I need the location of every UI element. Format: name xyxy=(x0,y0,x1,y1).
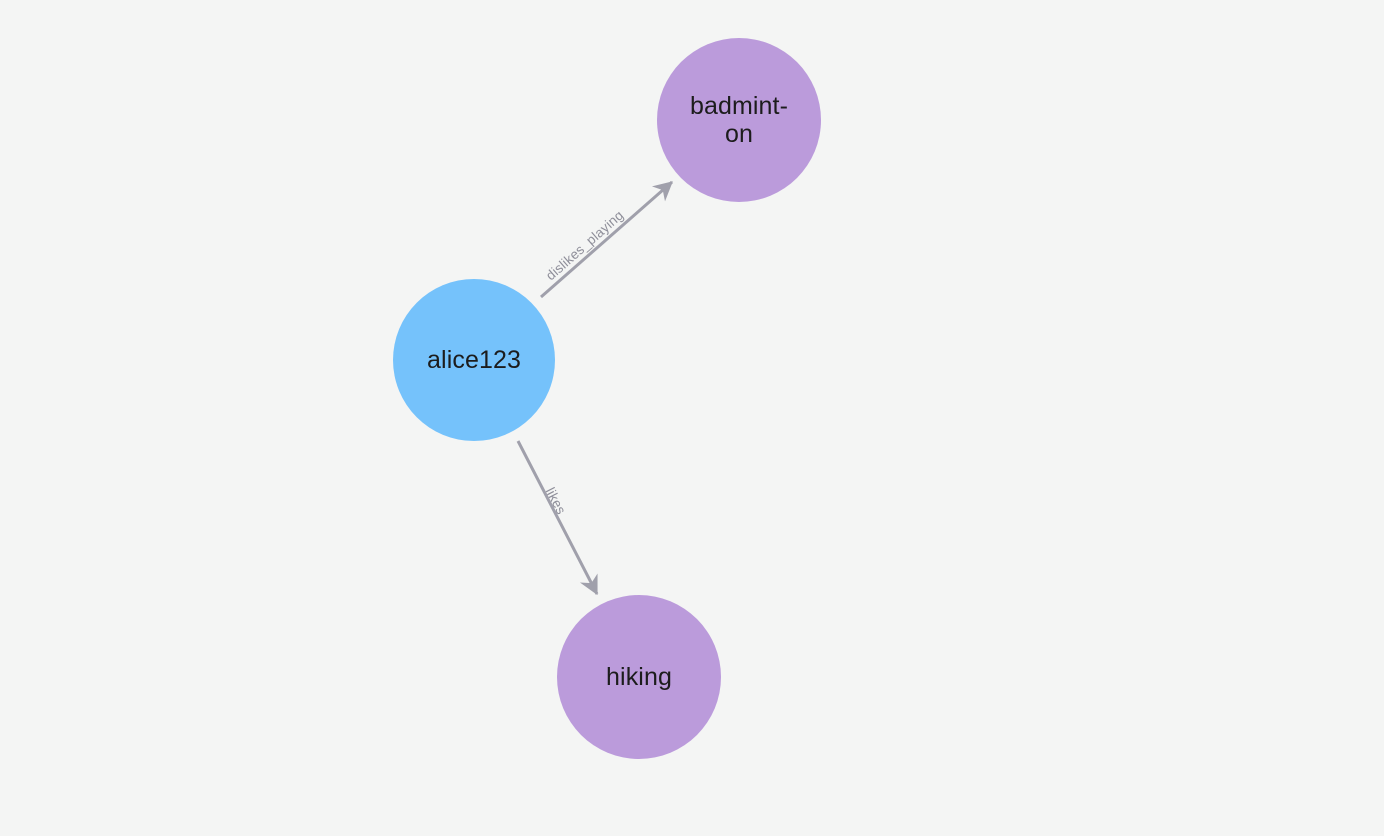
graph-node-label-hiking: hiking xyxy=(606,663,672,691)
graph-node-hiking[interactable]: hiking xyxy=(557,595,721,759)
graph-node-label-alice123: alice123 xyxy=(427,346,521,374)
edge-line-likes[interactable] xyxy=(516,440,599,596)
graph-node-alice123[interactable]: alice123 xyxy=(393,279,555,441)
graph-node-badminton[interactable]: badmint- on xyxy=(657,38,821,202)
graph-node-label-badminton: badmint- on xyxy=(689,92,789,148)
edge-line-dislikes-playing[interactable] xyxy=(540,180,673,299)
